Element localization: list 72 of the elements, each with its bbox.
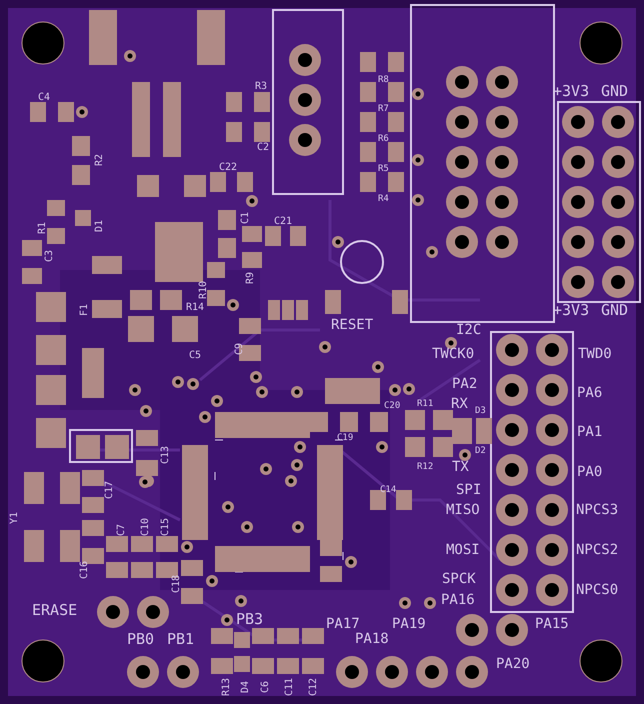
silkscreen-label: F1 xyxy=(80,304,90,316)
silkscreen-label: SPI xyxy=(456,483,482,497)
silkscreen-label: C1 xyxy=(241,212,251,224)
silkscreen-label: R8 xyxy=(378,76,389,85)
silkscreen-label: D2 xyxy=(475,447,486,456)
silkscreen-label: C13 xyxy=(161,446,171,464)
silkscreen-label: PB1 xyxy=(167,632,194,647)
silkscreen-label: ERASE xyxy=(32,603,78,618)
silkscreen-label: TWD0 xyxy=(578,347,612,361)
silkscreen-label: D4 xyxy=(241,680,251,694)
silkscreen-label: R3 xyxy=(255,82,268,92)
silkscreen-label: I2C xyxy=(456,323,482,337)
silkscreen-label: R2 xyxy=(95,154,105,166)
silkscreen-label: C12 xyxy=(309,678,319,696)
silkscreen-label: Y1 xyxy=(10,512,20,524)
silkscreen-label: PA6 xyxy=(577,386,602,400)
silkscreen-label: C21 xyxy=(274,217,292,227)
silkscreen-label: C20 xyxy=(384,402,400,411)
silkscreen-label: MOSI xyxy=(446,543,480,557)
silkscreen-label: R4 xyxy=(378,195,389,204)
silkscreen-label: NPCS2 xyxy=(576,543,618,557)
silkscreen-label: R1 xyxy=(38,222,48,234)
silkscreen-label: MISO xyxy=(446,503,480,517)
silkscreen-label: PB0 xyxy=(127,632,154,647)
silkscreen-label: PA2 xyxy=(452,377,478,391)
silkscreen-label: R7 xyxy=(378,105,389,114)
silkscreen-label: SPCK xyxy=(442,572,476,586)
silkscreen-label: R10 xyxy=(199,280,209,300)
silkscreen-label: C9 xyxy=(235,342,245,356)
silkscreen-label: C14 xyxy=(380,486,396,495)
silkscreen-label: +3V3 xyxy=(553,84,590,99)
silkscreen-label: PA19 xyxy=(392,617,426,631)
silkscreen-label: R14 xyxy=(186,303,204,313)
silkscreen-label: R6 xyxy=(378,135,389,144)
silkscreen-label: PA1 xyxy=(577,425,602,439)
silkscreen-label: PA18 xyxy=(355,632,389,646)
silkscreen-label: C10 xyxy=(141,518,151,536)
silkscreen-label: R12 xyxy=(417,463,434,472)
silkscreen-label: NPCS3 xyxy=(576,503,618,517)
silkscreen-label: C7 xyxy=(117,524,127,536)
silkscreen-label: RX xyxy=(451,397,468,411)
silkscreen-label: C3 xyxy=(45,250,55,262)
silkscreen-label: C15 xyxy=(161,518,171,536)
silkscreen-label: R9 xyxy=(246,272,256,284)
silkscreen-label: C16 xyxy=(80,560,90,580)
silkscreen-label: PB3 xyxy=(236,612,264,627)
silkscreen-label: GND xyxy=(601,84,628,99)
silkscreen-label: R11 xyxy=(417,400,434,409)
silkscreen-label: TX xyxy=(452,460,469,474)
silkscreen-label: C22 xyxy=(219,163,238,173)
silkscreen-label: NPCS0 xyxy=(576,583,618,597)
silkscreen-label: D1 xyxy=(95,220,105,232)
silkscreen-label: RESET xyxy=(331,318,374,332)
silkscreen-label: C17 xyxy=(105,480,115,500)
silkscreen-label: GND xyxy=(601,303,628,318)
silkscreen-label: C19 xyxy=(337,434,354,443)
silkscreen-label: R5 xyxy=(378,165,389,174)
silkscreen-label: D3 xyxy=(475,407,486,416)
silkscreen-label: R13 xyxy=(222,678,232,696)
silkscreen-label: PA0 xyxy=(577,465,602,479)
silkscreen-label: C5 xyxy=(189,351,202,361)
silkscreen-label: PA15 xyxy=(535,617,569,631)
silkscreen-label: C11 xyxy=(285,678,295,696)
silkscreen-label: C6 xyxy=(261,680,271,694)
silkscreen-label: PA20 xyxy=(496,657,530,671)
silkscreen-label: C2 xyxy=(257,143,270,153)
silkscreen-label: +3V3 xyxy=(553,303,590,318)
silkscreen-label: PA16 xyxy=(441,593,475,607)
silkscreen-label: C4 xyxy=(38,93,50,103)
silkscreen-label: C18 xyxy=(172,574,182,594)
silkscreen-label: PA17 xyxy=(326,617,360,631)
silkscreen-label: TWCK0 xyxy=(432,347,474,361)
